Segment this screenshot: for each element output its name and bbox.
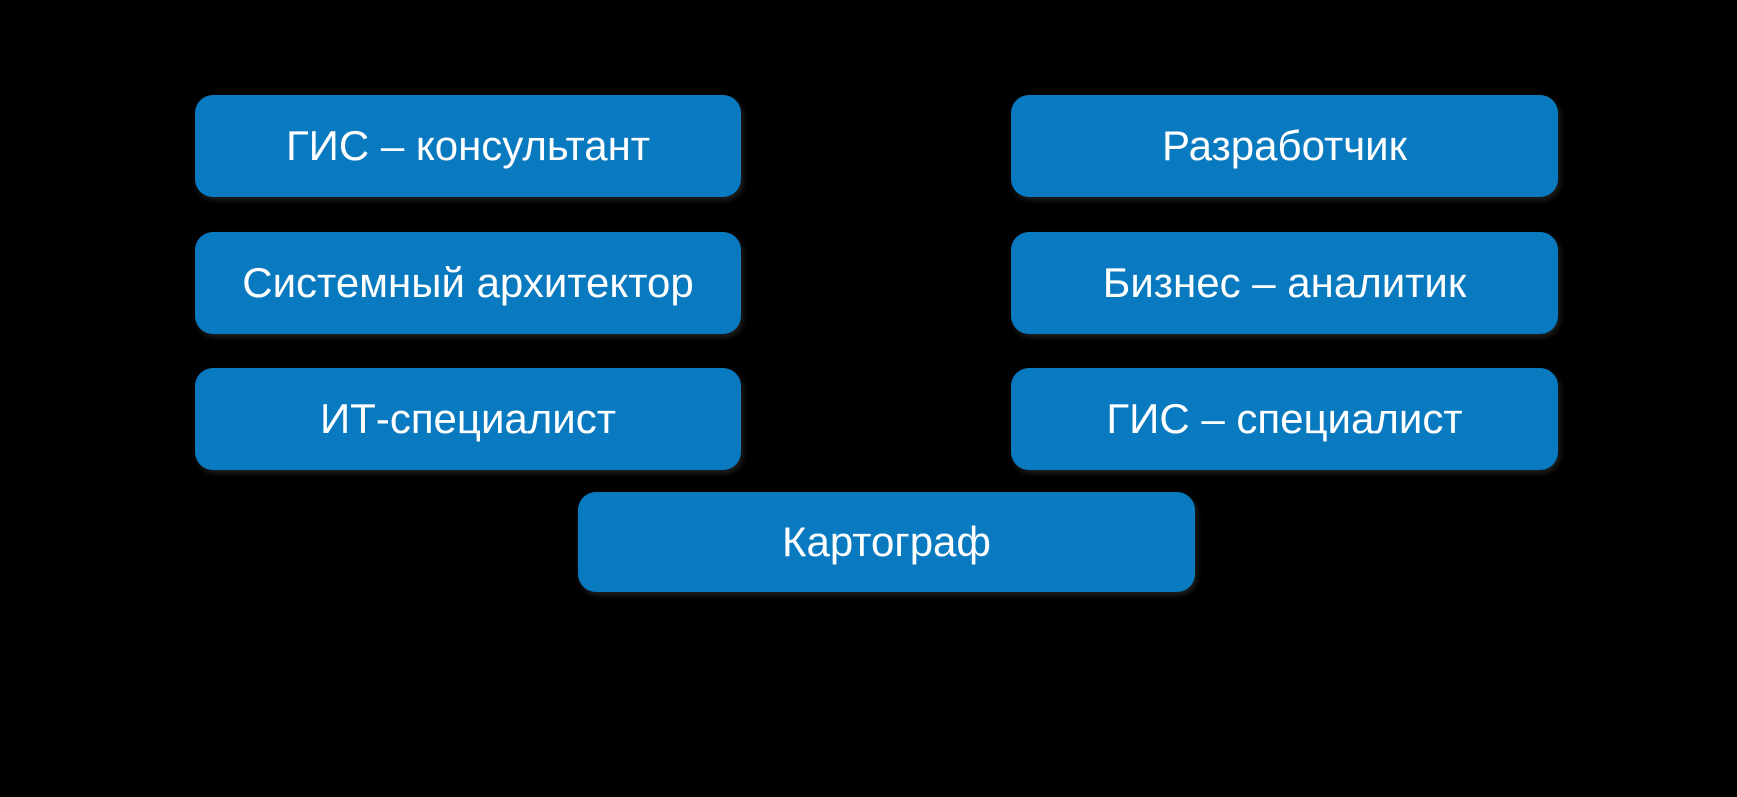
role-label: Системный архитектор	[242, 259, 694, 306]
role-box-gis-consultant: ГИС – консультант	[195, 95, 741, 197]
role-box-gis-specialist: ГИС – специалист	[1011, 368, 1558, 470]
role-label: ИТ-специалист	[319, 395, 616, 442]
role-label: ГИС – специалист	[1106, 395, 1463, 442]
role-box-business-analyst: Бизнес – аналитик	[1011, 232, 1558, 334]
role-box-developer: Разработчик	[1011, 95, 1558, 197]
role-box-it-specialist: ИТ-специалист	[195, 368, 741, 470]
role-label: Разработчик	[1162, 122, 1407, 169]
role-box-cartographer: Картограф	[578, 492, 1195, 592]
role-label: Бизнес – аналитик	[1102, 259, 1467, 306]
role-label: Картограф	[782, 518, 991, 565]
role-label: ГИС – консультант	[285, 122, 651, 169]
role-box-system-architect: Системный архитектор	[195, 232, 741, 334]
